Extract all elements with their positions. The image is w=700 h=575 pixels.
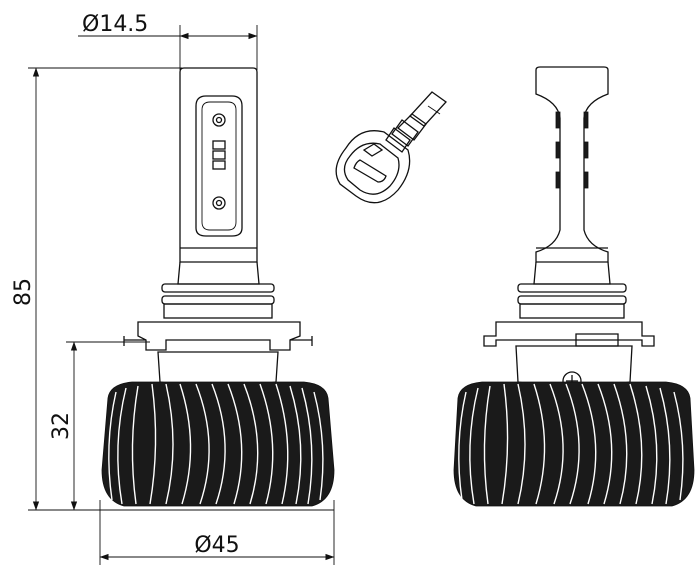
neck-diameter-dimension: Ø14.5 bbox=[78, 12, 258, 70]
overall-height-dimension: 85 bbox=[11, 67, 182, 511]
side-o-ring-1 bbox=[517, 283, 627, 293]
side-stem bbox=[535, 66, 609, 263]
connector-wire bbox=[409, 91, 447, 127]
led-chip-bottom bbox=[212, 196, 226, 210]
o-ring-2 bbox=[161, 295, 275, 305]
mount-plate bbox=[137, 321, 301, 351]
base-diameter-label: Ø45 bbox=[194, 533, 239, 558]
neck-diameter-label: Ø14.5 bbox=[82, 12, 148, 37]
bulb-side-view bbox=[453, 66, 695, 507]
base-diameter-dimension: Ø45 bbox=[99, 500, 335, 565]
overall-height-label: 85 bbox=[11, 278, 36, 306]
connector-housing bbox=[335, 130, 411, 204]
o-ring-1 bbox=[161, 283, 275, 293]
plug-connector bbox=[335, 91, 447, 204]
led-stem bbox=[179, 67, 258, 263]
side-o-ring-2 bbox=[517, 295, 627, 305]
side-heatsink bbox=[453, 381, 695, 507]
neck bbox=[177, 261, 260, 285]
base-height-dimension: 32 bbox=[49, 341, 150, 511]
bulb-front-view bbox=[100, 67, 335, 511]
base-height-label: 32 bbox=[49, 412, 74, 440]
led-chip-top bbox=[212, 113, 226, 127]
led-panel bbox=[195, 95, 243, 237]
side-mount-plate bbox=[483, 321, 655, 347]
